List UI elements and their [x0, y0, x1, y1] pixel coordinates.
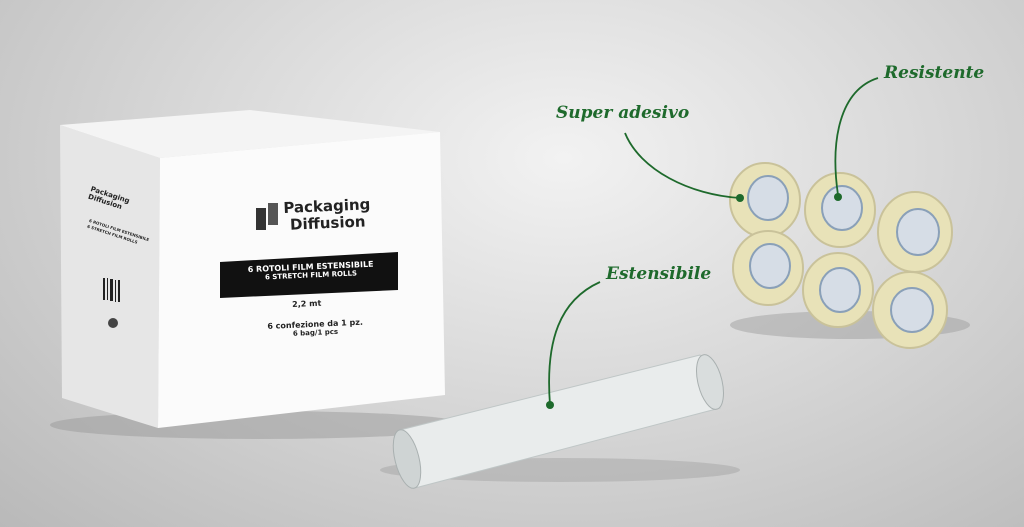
barcode-icon — [103, 278, 120, 302]
certification-seal-icon — [108, 318, 118, 328]
box-banner — [220, 252, 398, 298]
stretch-film-roll — [380, 354, 740, 489]
super-adesivo-leader-line — [624, 132, 741, 199]
estensibile-leader-line — [548, 281, 601, 406]
super-adesivo-marker-dot — [736, 194, 744, 202]
resistente-marker-dot — [834, 193, 842, 201]
box-side-face — [60, 125, 160, 428]
estensibile-marker-dot — [546, 401, 554, 409]
box-brand: Packaging Diffusion — [283, 195, 371, 234]
adhesive-tape-rolls — [729, 162, 970, 349]
estensibile-label: Estensibile — [606, 264, 712, 284]
box-size: 2,2 mt — [292, 298, 322, 309]
super-adesivo-label: Super adesivo — [556, 103, 690, 123]
brand-logo-icon — [256, 203, 278, 230]
cardboard-box — [60, 110, 445, 428]
resistente-label: Resistente — [884, 63, 985, 83]
box-top-face — [60, 110, 440, 158]
resistente-leader-line — [834, 77, 879, 196]
